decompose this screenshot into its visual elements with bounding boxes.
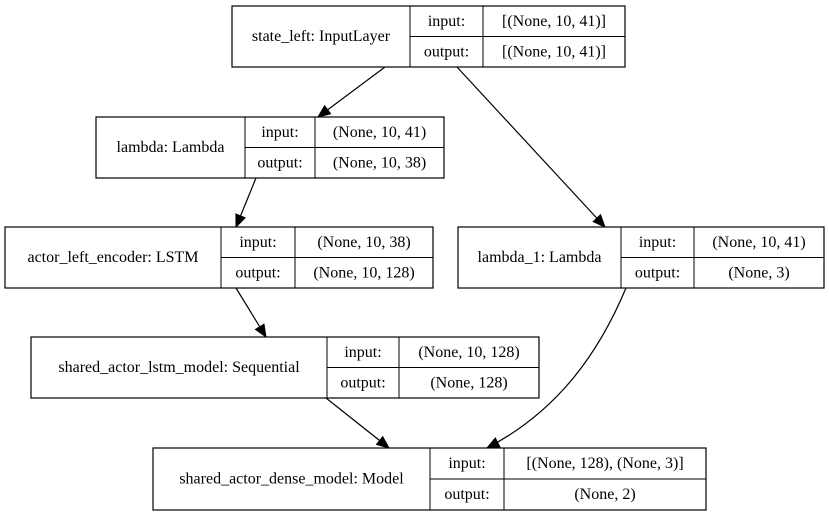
- edges: [235, 66, 627, 449]
- edge-line: [325, 397, 390, 449]
- arrowhead: [235, 213, 247, 229]
- layer-name: lambda_1: Lambda: [478, 249, 602, 266]
- input-label: input:: [344, 344, 381, 361]
- input-shape: (None, 10, 41): [712, 234, 805, 251]
- output-label: output:: [424, 43, 469, 60]
- arrowhead: [254, 323, 267, 339]
- edge-shared_actor_lstm_model-to-shared_actor_dense_model: [325, 397, 391, 449]
- input-shape: (None, 10, 128): [418, 344, 519, 361]
- output-shape: (None, 10, 38): [333, 154, 426, 171]
- edge-state_left-to-lambda: [316, 66, 386, 118]
- input-label: input:: [448, 455, 485, 472]
- layer-name: state_left: InputLayer: [252, 28, 391, 45]
- output-shape: (None, 2): [574, 486, 635, 503]
- output-shape: (None, 10, 128): [313, 264, 414, 281]
- output-label: output:: [444, 486, 489, 503]
- node-shared-actor-lstm-model: shared_actor_lstm_model: Sequential input…: [30, 336, 540, 399]
- input-shape: (None, 10, 38): [317, 234, 410, 251]
- input-shape: (None, 10, 41): [333, 124, 426, 141]
- edge-line: [456, 66, 606, 228]
- output-shape: (None, 3): [728, 264, 789, 281]
- edge-lambda-to-actor_left_encoder: [235, 177, 257, 229]
- node-state-left: state_left: InputLayer input: output: [(Non…: [231, 5, 626, 68]
- node-actor-left-encoder: actor_left_encoder: LSTM input: output: (No…: [4, 226, 434, 289]
- arrowhead: [485, 437, 501, 449]
- edge-actor_left_encoder-to-shared_actor_lstm_model: [235, 287, 267, 339]
- arrowhead: [316, 104, 332, 118]
- input-label: input:: [261, 124, 298, 141]
- output-label: output:: [635, 264, 680, 281]
- layer-name: shared_actor_lstm_model: Sequential: [58, 359, 300, 376]
- output-label: output:: [257, 154, 302, 171]
- output-label: output:: [340, 374, 385, 391]
- edge-state_left-to-lambda_1: [456, 66, 606, 228]
- layer-name: actor_left_encoder: LSTM: [27, 249, 198, 266]
- output-shape: [(None, 10, 41)]: [502, 43, 606, 60]
- arrowhead: [592, 213, 606, 228]
- input-shape: [(None, 10, 41)]: [502, 13, 606, 30]
- node-lambda: lambda: Lambda input: output: (None, 10, 41…: [95, 116, 445, 179]
- layer-name: lambda: Lambda: [117, 139, 225, 156]
- input-shape: [(None, 128), (None, 3)]: [526, 455, 683, 472]
- input-label: input:: [639, 234, 676, 251]
- node-shared-actor-dense-model: shared_actor_dense_model: Model input: out…: [152, 447, 707, 511]
- arrowhead: [375, 435, 391, 449]
- output-shape: (None, 128): [430, 374, 507, 391]
- edge-line: [486, 287, 627, 449]
- input-label: input:: [239, 234, 276, 251]
- layer-name: shared_actor_dense_model: Model: [179, 471, 404, 488]
- output-label: output:: [235, 264, 280, 281]
- edge-line: [317, 66, 386, 118]
- input-label: input:: [428, 13, 465, 30]
- nodes: state_left: InputLayer input: output: [(Non…: [4, 5, 825, 511]
- node-lambda-1: lambda_1: Lambda input: output: (None, 10, …: [457, 226, 825, 289]
